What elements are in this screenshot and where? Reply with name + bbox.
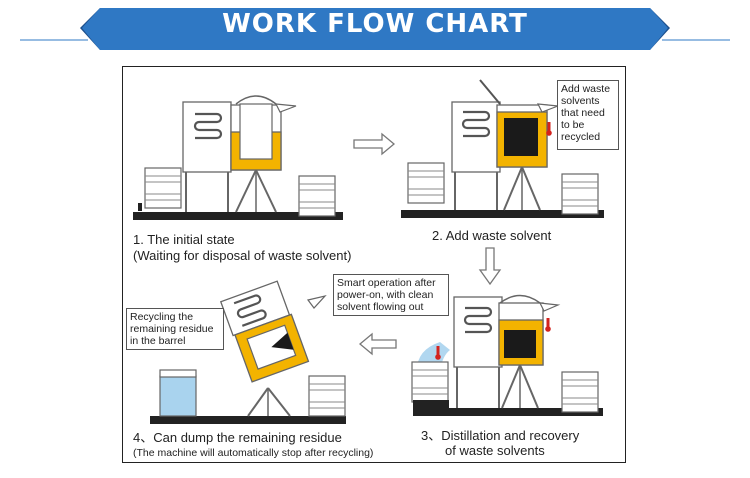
step3-machine-icon xyxy=(411,294,603,416)
note-line: that need xyxy=(561,107,605,119)
step3-title-line2: of waste solvents xyxy=(445,443,545,458)
note-line: in the barrel xyxy=(130,335,186,347)
step2-note: Add waste solvents that need to be recyc… xyxy=(557,80,619,150)
note-line: Recycling the xyxy=(130,311,194,323)
note-line: to be xyxy=(561,119,585,131)
note-line: solvents xyxy=(561,95,600,107)
barrel-icon xyxy=(411,361,449,403)
note-line: power-on, with clean xyxy=(337,289,434,301)
barrel-icon xyxy=(298,175,336,217)
step4-note: Recycling the remaining residue in the b… xyxy=(126,308,224,350)
barrel-icon xyxy=(561,371,599,413)
step2-title: 2. Add waste solvent xyxy=(432,228,552,243)
barrel-icon xyxy=(308,375,346,417)
step1-title: 1. The initial state xyxy=(133,232,235,247)
step4-machine-icon xyxy=(150,280,346,424)
note-line: recycled xyxy=(561,131,601,143)
arrow-right-icon xyxy=(353,132,396,156)
thermometer-icon xyxy=(545,318,551,332)
step3-title: 3、Distillation and recovery xyxy=(421,428,580,443)
arrow-down-icon xyxy=(478,247,502,286)
barrel-icon xyxy=(144,167,182,209)
step1-machine-icon xyxy=(133,95,343,220)
step4-subtitle: (The machine will automatically stop aft… xyxy=(133,447,374,459)
barrel-icon xyxy=(407,162,445,204)
step2-machine-icon xyxy=(401,79,604,218)
note-line: remaining residue xyxy=(130,323,214,335)
page-title: WORK FLOW CHART xyxy=(222,9,528,39)
step1-subtitle: (Waiting for disposal of waste solvent) xyxy=(133,248,352,263)
banner-body xyxy=(82,8,668,50)
step4-title: 4、Can dump the remaining residue xyxy=(133,430,342,445)
barrel-icon xyxy=(159,375,197,417)
note-line: Smart operation after xyxy=(337,277,436,289)
barrel-icon xyxy=(561,173,599,215)
note-line: Add waste xyxy=(561,83,611,95)
arrow-left-icon xyxy=(358,332,397,356)
note-line: solvent flowing out xyxy=(337,301,424,313)
title-banner xyxy=(20,8,730,50)
step3-note: Smart operation after power-on, with cle… xyxy=(333,274,449,316)
